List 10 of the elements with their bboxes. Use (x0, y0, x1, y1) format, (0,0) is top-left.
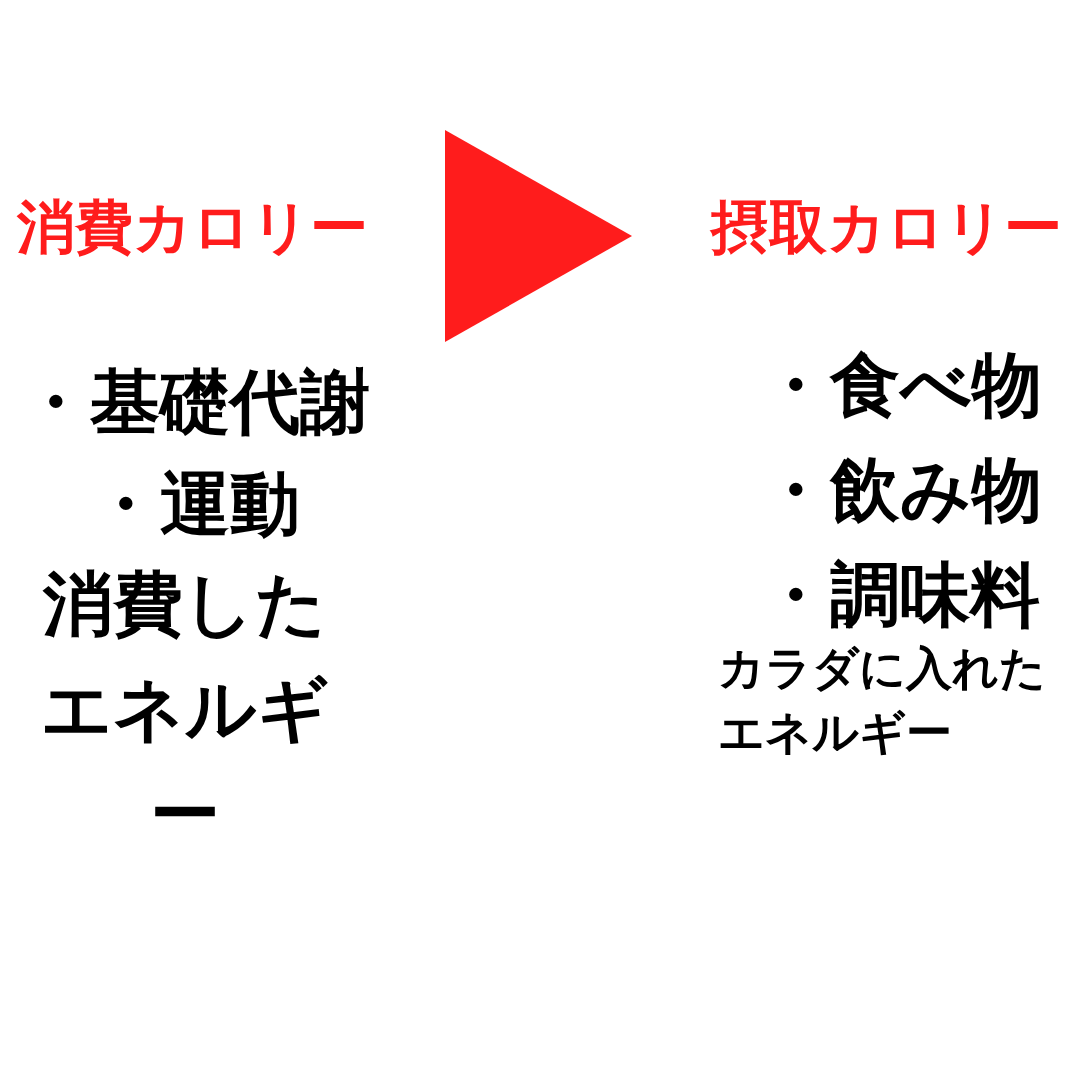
heading-text: 摂取カロリー (692, 196, 1080, 260)
body-text: カラダに入れたエネルギー (718, 640, 1047, 762)
heading-text: 消費カロリー (0, 196, 385, 260)
body-text: ・運動 (89, 462, 301, 547)
body-text: ・基礎代謝 (19, 360, 371, 445)
body-text: 消費したエネルギー (40, 562, 330, 857)
triangle-arrow (445, 130, 632, 342)
body-text: ・食べ物 (760, 343, 1043, 428)
body-text: ・飲み物 (760, 448, 1043, 533)
body-text: ・調味料 (760, 553, 1041, 638)
